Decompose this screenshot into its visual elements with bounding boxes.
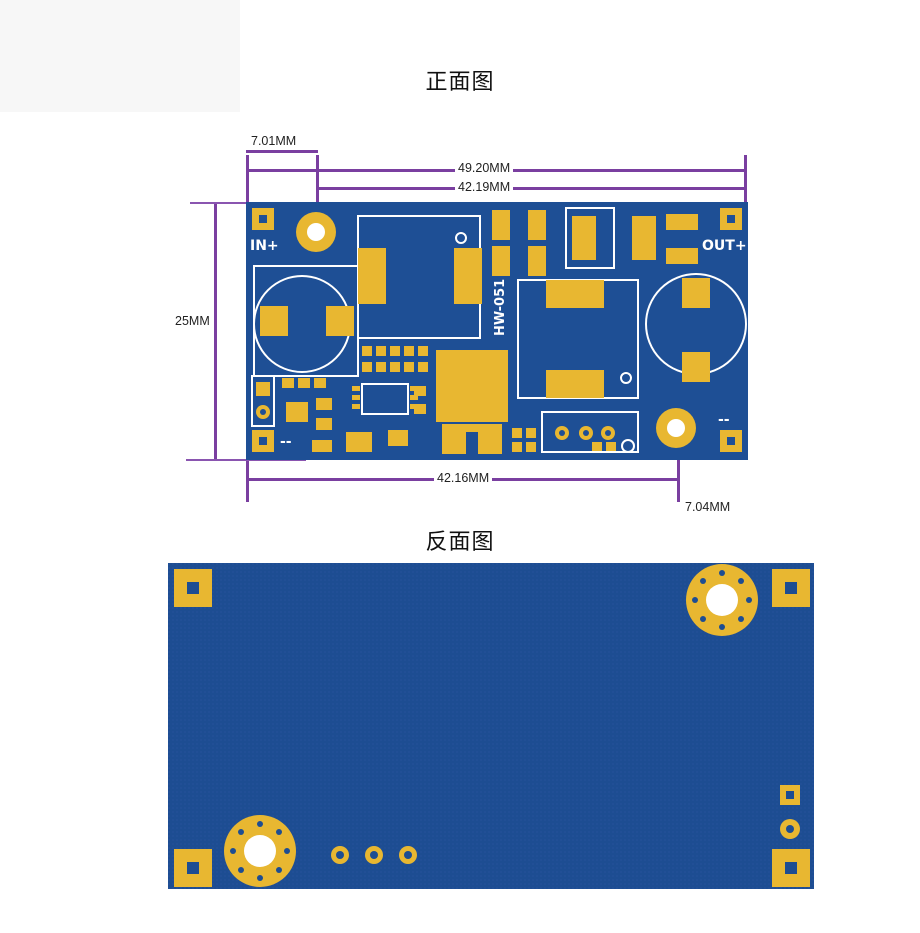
label-out-minus: --: [718, 412, 730, 428]
label-in-plus: IN+: [250, 238, 279, 254]
pcb-front-view: HW-051 IN+: [246, 202, 748, 460]
dim-hole-to-hole-bottom: 42.16MM: [434, 471, 493, 485]
dim-line-top-holes: [316, 187, 746, 190]
dim-hole-to-hole-top: 42.19MM: [455, 180, 514, 194]
back-mount-hole-bottom: [224, 815, 296, 887]
dim-ext-top: [190, 202, 250, 204]
model-label: HW-051: [493, 279, 508, 336]
dim-overall-width: 49.20MM: [455, 161, 514, 175]
regulator: [436, 350, 508, 422]
label-out-plus: OUT+: [702, 238, 747, 254]
dim-ext-bottom: [186, 459, 306, 461]
label-in-minus: --: [280, 434, 292, 450]
dim-ext-right: [744, 155, 747, 215]
background-shade: [0, 0, 240, 112]
dim-hole-offset-left: 7.01MM: [248, 134, 300, 148]
pcb-back-view: [168, 563, 814, 889]
back-view-title: 反面图: [425, 530, 495, 555]
front-view-title: 正面图: [425, 70, 495, 95]
dim-ext-hole-right: [677, 445, 680, 502]
dim-board-height: 25MM: [172, 314, 213, 328]
dim-line-height: [214, 202, 217, 460]
dim-hole-offset-right: 7.04MM: [682, 500, 734, 514]
back-mount-hole-top: [686, 564, 758, 636]
dim-line-hole-offset-left: [246, 150, 318, 153]
dim-ext-hole-left: [316, 155, 319, 205]
